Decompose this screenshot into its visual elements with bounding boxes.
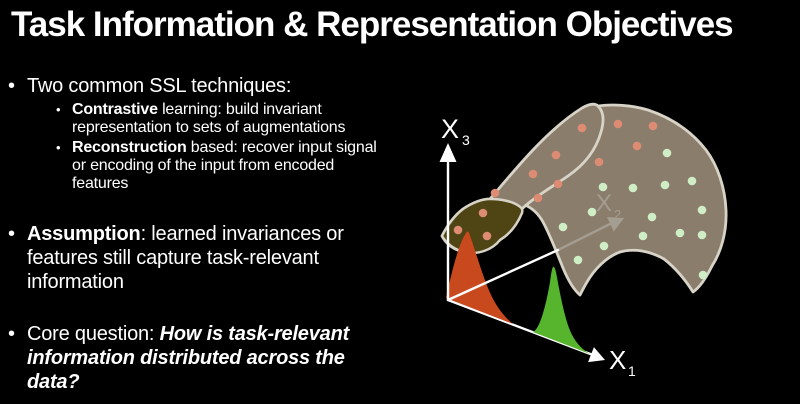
red-distribution xyxy=(446,231,513,324)
text-line: information distributed across the xyxy=(27,347,345,369)
data-point xyxy=(638,231,648,241)
data-point xyxy=(528,169,538,179)
data-point xyxy=(662,148,672,158)
bullet-text: Two common SSL techniques: xyxy=(27,75,292,97)
data-point xyxy=(628,183,638,193)
data-point xyxy=(577,123,587,133)
bullet-marker: • xyxy=(56,102,61,117)
data-point xyxy=(453,225,463,235)
bullet-core-question: • Core question: How is task-relevant in… xyxy=(8,322,388,394)
green-distribution xyxy=(533,266,590,354)
data-point xyxy=(648,121,658,131)
text-line: or encoding of the input from encoded xyxy=(72,157,335,174)
data-point xyxy=(698,270,708,280)
data-point xyxy=(647,212,657,222)
data-point xyxy=(551,150,561,160)
manifold-fold-underside xyxy=(440,197,524,255)
bullet-text: Reconstruction based: recover input sign… xyxy=(72,139,377,193)
bullet-marker: • xyxy=(8,223,15,245)
bullet-text: Contrastive learning: build invariant re… xyxy=(72,101,345,137)
text-line: representation to sets of augmentations xyxy=(72,119,346,136)
x1-axis-line xyxy=(446,298,595,357)
data-point xyxy=(613,119,623,129)
data-point xyxy=(697,205,707,215)
sub-bullet-reconstruction: • Reconstruction based: recover input si… xyxy=(56,139,406,193)
green-dots xyxy=(558,148,708,280)
text-line: Contrastive learning: build invariant xyxy=(72,101,322,118)
data-point xyxy=(632,141,642,151)
x2-axis-arrowhead xyxy=(607,217,624,232)
bullet-text: Core question: How is task-relevant info… xyxy=(27,322,349,394)
bullet-marker: • xyxy=(8,323,15,345)
sub-bullet-contrastive: • Contrastive learning: build invariant … xyxy=(56,101,406,137)
x2-axis-line-inner xyxy=(556,222,612,252)
data-point xyxy=(533,193,543,203)
bullet-marker: • xyxy=(8,75,15,97)
data-point xyxy=(558,222,568,232)
data-point xyxy=(598,182,608,192)
data-point xyxy=(490,188,500,198)
text-line: information xyxy=(27,271,124,293)
data-point xyxy=(587,207,597,217)
salmon-dots xyxy=(453,119,658,241)
data-point xyxy=(599,241,609,251)
data-point xyxy=(687,176,697,186)
text-line: data? xyxy=(27,371,80,393)
text-line: features xyxy=(72,175,129,192)
text-line: features still capture task-relevant xyxy=(27,247,319,269)
x3-axis-arrowhead xyxy=(439,143,457,162)
data-point xyxy=(573,255,583,265)
data-point xyxy=(675,228,685,238)
x1-axis-arrowhead xyxy=(588,347,605,363)
data-point xyxy=(697,230,707,240)
slide-title: Task Information & Representation Object… xyxy=(11,5,734,44)
text-line: Assumption: learned invariances or xyxy=(27,223,344,245)
data-point xyxy=(553,179,563,189)
data-point xyxy=(482,231,492,241)
x2-axis-line xyxy=(446,248,560,302)
data-point xyxy=(594,157,604,167)
text-line: Reconstruction based: recover input sign… xyxy=(72,139,377,156)
data-point xyxy=(660,180,670,190)
bullet-assumption: • Assumption: learned invariances or fea… xyxy=(8,222,388,294)
bullet-marker: • xyxy=(56,140,61,155)
data-point xyxy=(478,208,488,218)
bullet-text: Assumption: learned invariances or featu… xyxy=(27,222,344,294)
bullet-ssl-techniques: • Two common SSL techniques: xyxy=(8,74,388,98)
text-line: Core question: How is task-relevant xyxy=(27,323,350,345)
